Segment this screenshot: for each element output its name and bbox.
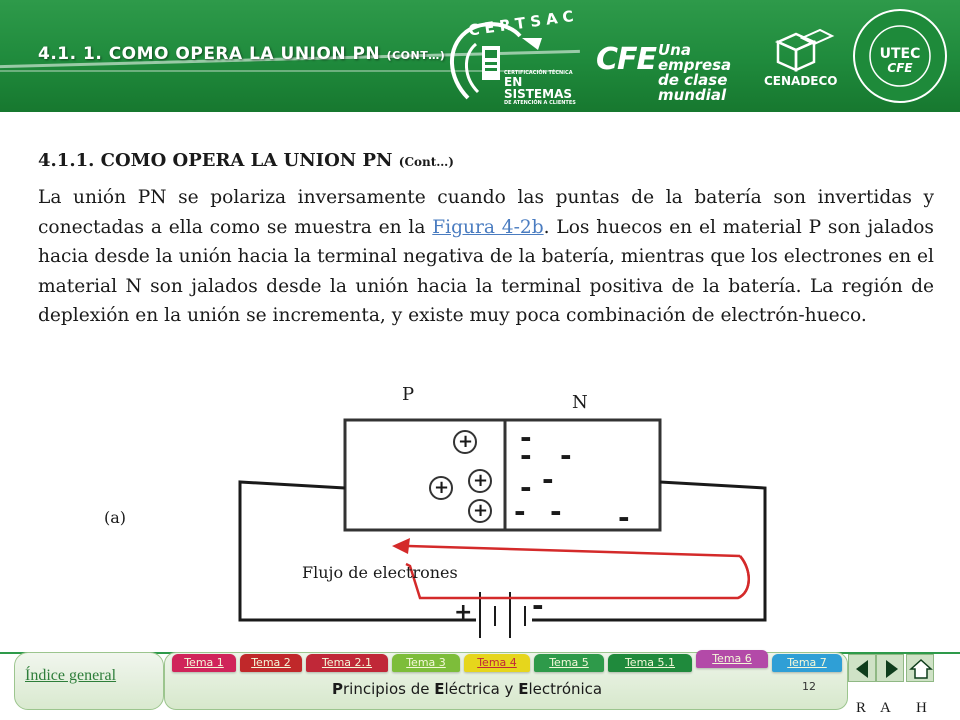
section-heading: 4.1.1. COMO OPERA LA UNION PN (Cont…) <box>38 150 454 171</box>
header-title-main: 4.1. 1. COMO OPERA LA UNION PN <box>38 44 381 64</box>
circuit-wiring <box>238 418 767 640</box>
hole-plus: + <box>473 500 489 521</box>
electron-flow-label: Flujo de electrones <box>302 563 458 582</box>
hole-circle <box>453 430 477 454</box>
hole-plus: + <box>458 431 474 452</box>
cfe-logo: CFE Una empresa de clase mundial <box>596 40 756 103</box>
tab-tema-4[interactable]: Tema 4 <box>464 654 530 672</box>
arrow-left-icon <box>856 660 868 678</box>
home-icon <box>909 658 933 679</box>
certsac-line2: EN SISTEMAS <box>504 75 573 101</box>
nav-letter: H <box>916 700 927 716</box>
course-title-part: rincipios de <box>343 680 435 698</box>
cenadeco-logo: CENADECO <box>762 28 842 98</box>
utec-seal-icon: UTEC CFE <box>853 9 947 103</box>
hole-circle <box>468 469 492 493</box>
electron-flow-arrowhead <box>392 538 410 554</box>
tab-tema-2[interactable]: Tema 2 <box>240 654 302 672</box>
footer: Índice general Tema 1 Tema 2 Tema 2.1 Te… <box>0 646 960 720</box>
label-p-material: P <box>402 384 415 405</box>
utec-seal-cfe: CFE <box>887 61 913 75</box>
hole-plus: + <box>434 477 450 498</box>
body-paragraph: La unión PN se polariza inversamente cua… <box>38 183 934 331</box>
electron-minus: - <box>550 495 562 528</box>
tab-tema-7[interactable]: Tema 7 <box>772 654 842 672</box>
tab-tema-5[interactable]: Tema 5 <box>534 654 604 672</box>
header-title: 4.1. 1. COMO OPERA LA UNION PN (CONT…) <box>38 44 445 64</box>
hole-plus: + <box>473 470 489 491</box>
electron-minus: - <box>520 439 532 472</box>
course-title-part: léctrica y <box>444 680 519 698</box>
certsac-line1: CERTIFICACIÓN TÉCNICA <box>504 70 573 76</box>
arrow-right-icon <box>886 660 898 678</box>
hole-circle <box>468 499 492 523</box>
electron-minus: - <box>520 471 532 504</box>
index-tab: Índice general <box>14 652 164 710</box>
course-title-part: E <box>434 680 445 698</box>
header-streak <box>0 70 560 72</box>
index-general-link[interactable]: Índice general <box>25 667 117 684</box>
electron-minus: - <box>520 421 532 454</box>
cenadeco-text: CENADECO <box>764 74 838 88</box>
utec-seal-text: UTEC <box>880 46 921 62</box>
course-title: Principios de Eléctrica y Electrónica <box>332 680 602 698</box>
header-title-cont: (CONT…) <box>386 49 446 62</box>
course-title-part: P <box>332 680 343 698</box>
electron-minus: - <box>542 463 554 496</box>
cfe-tagline: Una empresa de clase mundial <box>658 43 756 103</box>
electron-minus: - <box>514 495 526 528</box>
section-heading-cont: (Cont…) <box>398 155 454 169</box>
hole-circle <box>429 476 453 500</box>
previous-button[interactable] <box>848 654 876 682</box>
tab-tema-6[interactable]: Tema 6 <box>696 650 768 668</box>
figure-label-a: (a) <box>104 508 127 527</box>
certsac-head-icon <box>450 22 542 100</box>
next-button[interactable] <box>876 654 904 682</box>
label-n-material: N <box>572 392 588 413</box>
left-wire <box>238 480 478 622</box>
cfe-logo-text: CFE <box>596 42 657 77</box>
utec-logo: UTEC CFE <box>848 6 952 106</box>
battery-gap <box>476 606 532 640</box>
pn-junction-circuit: + + + + - - - - - - - - P N (a) Flujo de… <box>0 370 960 650</box>
topic-tabs: Tema 1 Tema 2 Tema 2.1 Tema 3 Tema 4 Tem… <box>170 650 846 674</box>
home-button[interactable] <box>906 654 934 682</box>
nav-letter: A <box>880 700 891 716</box>
paragraph-part-2: . Los huecos en el material P son jalado… <box>38 216 934 327</box>
electron-minus: - <box>618 501 630 534</box>
cfe-tagline-line1: Una empresa <box>658 41 732 74</box>
electron-minus: - <box>560 439 572 472</box>
certsac-line3: DE ATENCIÓN A CLIENTES <box>504 100 576 106</box>
tab-tema-2-1[interactable]: Tema 2.1 <box>306 654 388 672</box>
tab-tema-1[interactable]: Tema 1 <box>172 654 236 672</box>
figure-link[interactable]: Figura 4-2b <box>432 216 544 238</box>
cenadeco-cube-icon <box>774 28 835 72</box>
certsac-text: CERTIFICACIÓN TÉCNICA EN SISTEMAS DE ATE… <box>504 70 588 106</box>
nav-letter: R <box>856 700 867 716</box>
course-title-part: E <box>518 680 529 698</box>
header-banner: 4.1. 1. COMO OPERA LA UNION PN (CONT…) C… <box>0 0 960 112</box>
course-title-part: lectrónica <box>528 680 603 698</box>
page-number: 12 <box>802 680 816 693</box>
paragraph-part-1: La unión PN se polariza inversamente cua… <box>38 187 934 238</box>
right-wire <box>528 480 767 622</box>
battery-minus-sign: - <box>532 589 544 622</box>
pn-junction-box <box>343 418 662 532</box>
tab-tema-5-1[interactable]: Tema 5.1 <box>608 654 692 672</box>
section-heading-main: 4.1.1. COMO OPERA LA UNION PN <box>38 150 393 171</box>
tab-tema-3[interactable]: Tema 3 <box>392 654 460 672</box>
battery-plus-sign: + <box>454 600 473 625</box>
certsac-logo: CERTSAC CERTIFICACIÓN TÉCNICA EN SISTEMA… <box>438 6 588 106</box>
cfe-tagline-line2: de clase mundial <box>658 71 728 104</box>
